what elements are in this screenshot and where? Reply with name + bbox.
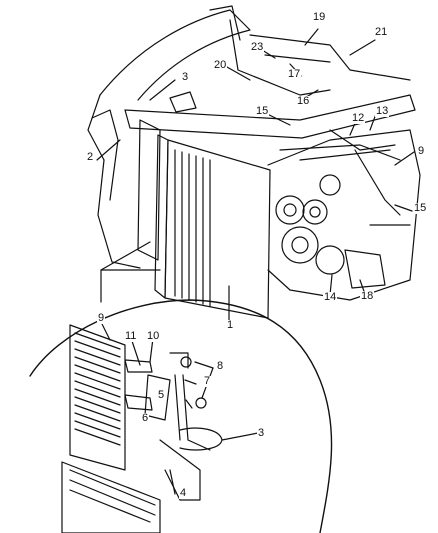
- callout-12: 12: [351, 112, 366, 124]
- crank-pulley: [281, 226, 319, 264]
- callout-19: 19: [312, 11, 327, 23]
- radiator-core: [164, 139, 271, 319]
- detail-line-3: [179, 427, 223, 451]
- detail-line-7: [182, 374, 211, 451]
- callout-9-detail: 9: [97, 312, 106, 324]
- callout-3-detail: 3: [257, 427, 266, 439]
- ac-compressor: [315, 245, 345, 275]
- callout-23: 23: [250, 41, 265, 53]
- hood-outline: [99, 9, 251, 101]
- callout-20: 20: [213, 59, 228, 71]
- callout-5: 5: [157, 389, 166, 401]
- detail-nut-upper: [180, 356, 192, 368]
- callout-8-upper: 8: [216, 360, 225, 372]
- callout-15-right: 15: [413, 202, 428, 214]
- callout-11: 11: [124, 330, 138, 342]
- detail-circle: [29, 299, 333, 533]
- callout-9: 9: [417, 145, 426, 157]
- callout-16: 16: [296, 95, 311, 107]
- detail-condenser: [69, 324, 126, 471]
- detail-nut-lower: [195, 397, 207, 409]
- upper-crossmember: [124, 94, 416, 139]
- callout-4: 4: [179, 487, 188, 499]
- fender-outline: [97, 159, 141, 269]
- ac-line-upper: [229, 19, 331, 96]
- callout-10: 10: [146, 330, 161, 342]
- callout-7: 7: [203, 375, 212, 387]
- callout-21: 21: [374, 26, 389, 38]
- detail-fitting: [124, 359, 153, 373]
- callout-15-upper: 15: [255, 105, 270, 117]
- callout-13: 13: [375, 105, 390, 117]
- callout-1: 1: [226, 319, 235, 331]
- detail-lower-tank: [61, 461, 161, 533]
- callout-17: 17: [287, 68, 302, 80]
- callout-3: 3: [181, 71, 190, 83]
- pulley-3: [319, 174, 341, 196]
- pulley-2: [302, 199, 328, 225]
- pulley-1: [275, 195, 305, 225]
- callout-18: 18: [360, 290, 375, 302]
- callout-14: 14: [323, 291, 338, 303]
- callout-6: 6: [141, 412, 150, 424]
- callout-2: 2: [86, 151, 95, 163]
